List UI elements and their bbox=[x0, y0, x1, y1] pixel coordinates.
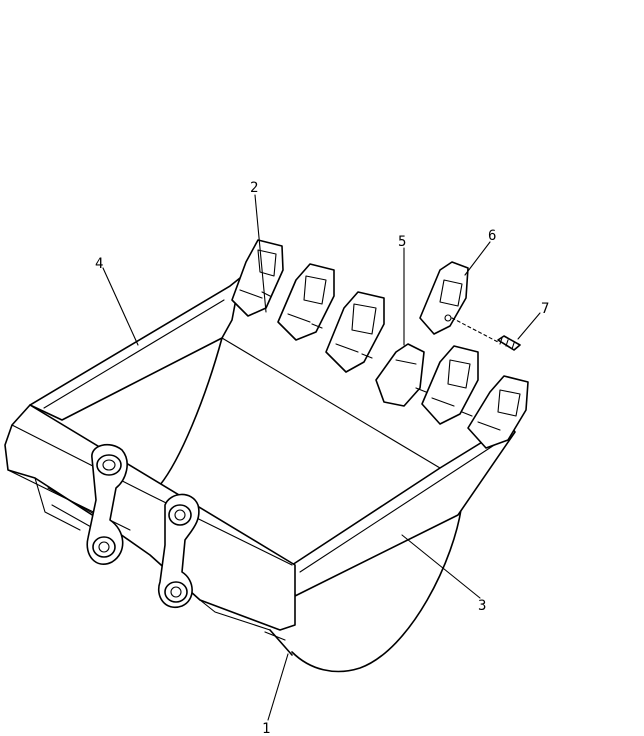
callout-7: 7 bbox=[541, 301, 549, 317]
callouts: 2 4 5 6 7 3 1 bbox=[95, 180, 549, 736]
callout-2: 2 bbox=[250, 180, 258, 196]
callout-5: 5 bbox=[398, 234, 406, 250]
left-side-plate bbox=[29, 277, 241, 421]
tooth bbox=[231, 239, 284, 317]
rear-body bbox=[4, 404, 296, 656]
tooth bbox=[277, 263, 335, 341]
leader-lines bbox=[102, 194, 541, 721]
hinge-bosses bbox=[86, 443, 200, 609]
callout-6: 6 bbox=[488, 228, 496, 244]
adapter bbox=[375, 343, 425, 407]
tooth-row bbox=[231, 239, 529, 449]
tooth bbox=[421, 345, 479, 425]
callout-3: 3 bbox=[478, 598, 486, 614]
pin bbox=[451, 317, 521, 351]
callout-1: 1 bbox=[262, 721, 270, 736]
right-side-plate bbox=[291, 424, 516, 597]
callout-4: 4 bbox=[95, 256, 103, 272]
tooth bbox=[325, 291, 385, 373]
exploded-tooth bbox=[419, 261, 469, 335]
tooth bbox=[467, 375, 529, 449]
